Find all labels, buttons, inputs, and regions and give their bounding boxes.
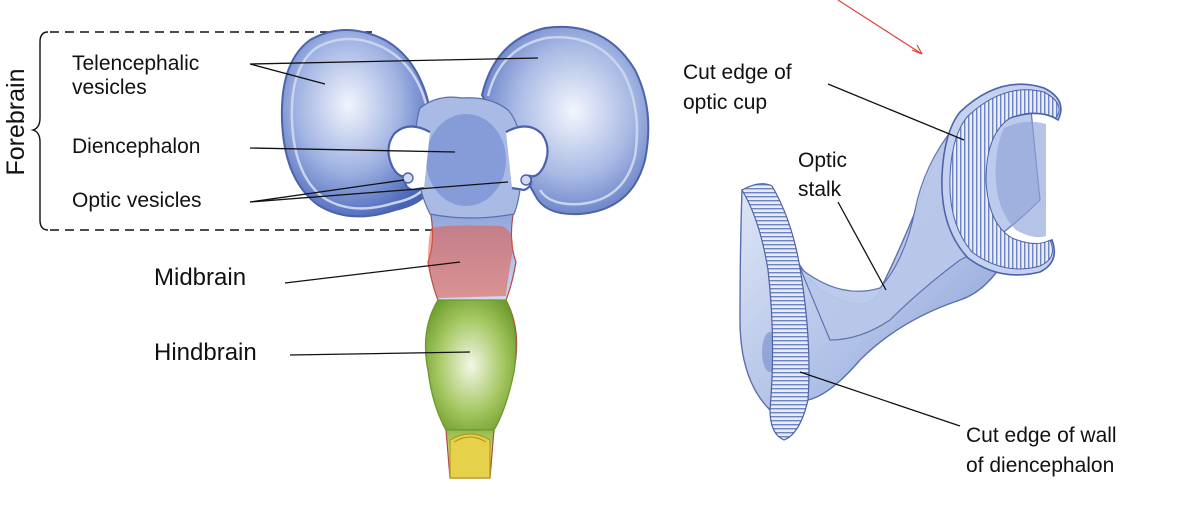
optic-cup-cut-edge [949, 89, 1060, 270]
pointer-arrow [837, 0, 923, 55]
cut-edge-optic-cup-label: Cut edge of optic cup [683, 61, 792, 114]
forebrain-bracket [30, 31, 432, 231]
pointer-arrowhead [911, 44, 923, 55]
cut-edge-wall-diencephalon-label: Cut edge of wall of diencephalon [966, 424, 1117, 477]
diencephalon-wall-cut-edge [741, 183, 810, 441]
optic-vesicle-right [505, 125, 549, 192]
hindbrain-region [424, 299, 517, 431]
telencephalic-vesicles-label: Telencephalic vesicles [72, 52, 200, 99]
optic-vesicle-left [387, 125, 431, 192]
diencephalon-label: Diencephalon [72, 135, 201, 158]
leader-lines-right [799, 83, 965, 427]
midbrain-label: Midbrain [154, 264, 247, 291]
spinal-cord-region [449, 433, 491, 479]
leader-lines-left [249, 57, 539, 356]
midbrain-region [428, 225, 514, 298]
optic-stalk-label: Optic stalk [798, 149, 848, 201]
hindbrain-label: Hindbrain [154, 339, 257, 366]
optic-vesicles-label: Optic vesicles [72, 189, 202, 212]
forebrain-label: Forebrain [2, 68, 30, 176]
